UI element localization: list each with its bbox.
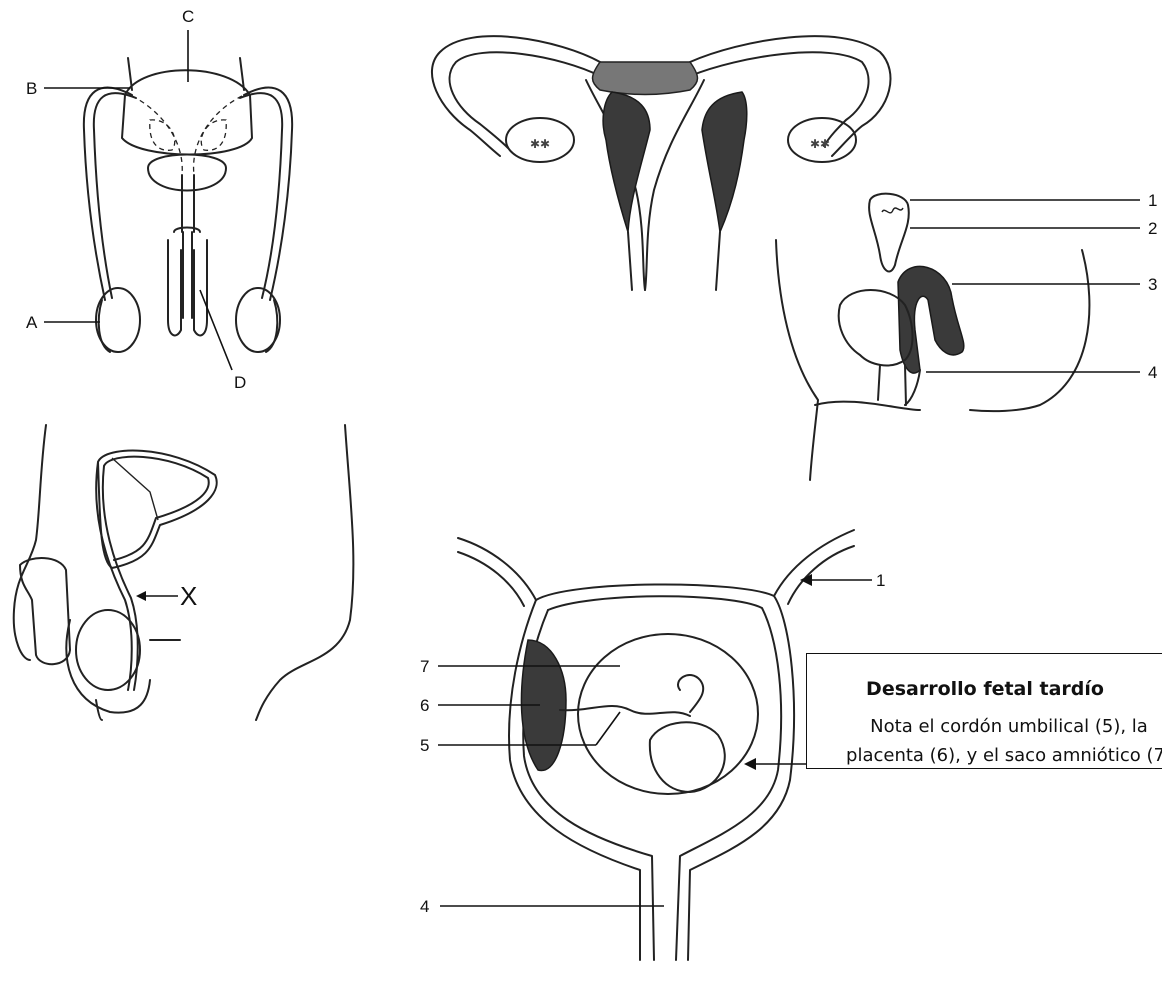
label-3-female: 3	[1148, 275, 1157, 294]
label-1-female: 1	[1148, 191, 1157, 210]
label-a: A	[26, 313, 38, 332]
male-front-diagram: B C A D	[26, 7, 292, 392]
label-b: B	[26, 79, 37, 98]
amniotic-sac	[578, 634, 758, 794]
svg-text:✱✱: ✱✱	[810, 137, 830, 151]
uterine-wall	[536, 584, 794, 960]
bladder-side	[98, 451, 217, 568]
female-side-diagram: 1 2 3 4	[776, 191, 1157, 480]
fetal-diagram: 1 7 6 5 4	[420, 530, 885, 960]
label-d: D	[234, 373, 246, 392]
label-6-fetal: 6	[420, 696, 429, 715]
bladder	[122, 70, 252, 154]
label-1-fetal: 1	[876, 571, 885, 590]
label-c: C	[182, 7, 194, 26]
fetus	[650, 722, 725, 792]
label-4-female: 4	[1148, 363, 1157, 382]
label-x: X	[180, 581, 197, 611]
testis-side	[76, 610, 140, 690]
uterus	[593, 62, 698, 95]
svg-text:✱✱: ✱✱	[530, 137, 550, 151]
label-2-female: 2	[1148, 219, 1157, 238]
umbilical-cord	[560, 706, 690, 716]
male-side-diagram: X	[14, 425, 354, 720]
label-4-fetal: 4	[420, 897, 429, 916]
label-7-fetal: 7	[420, 657, 429, 676]
vas-deferens-left	[84, 88, 132, 300]
female-front-diagram: ✱✱ ✱✱	[432, 36, 891, 290]
prostate	[148, 155, 226, 191]
label-5-fetal: 5	[420, 736, 429, 755]
vas-deferens	[96, 462, 132, 690]
ovary-side	[869, 194, 909, 272]
